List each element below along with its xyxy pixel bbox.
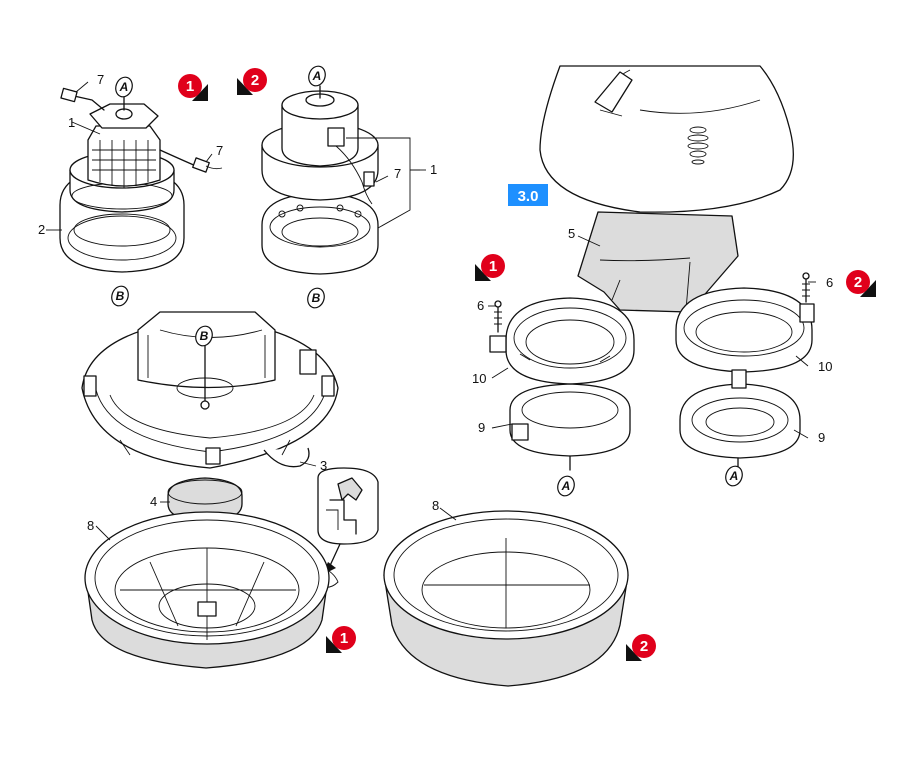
part-label-p9-right: 9 (818, 430, 825, 445)
ref-marker-a-right-ring1: A (557, 475, 575, 497)
motor-assembly-variant-1 (59, 87, 223, 273)
variant-badge-text: 2 (640, 638, 648, 655)
container-variant-2 (383, 510, 629, 687)
ref-marker-text: A (729, 469, 739, 483)
part-label-p10-right: 10 (818, 359, 832, 374)
ref-marker-b-left-motor: B (111, 285, 129, 307)
part-label-p4: 4 (150, 494, 157, 509)
part-label-p9-left: 9 (478, 420, 485, 435)
adapter-ring-variant-1 (489, 297, 635, 471)
reference-markers: A A B B B A A (111, 65, 743, 497)
part-label-p6-right: 6 (826, 275, 833, 290)
ref-marker-b-head: B (195, 325, 213, 347)
ref-marker-a-left-motor: A (115, 76, 133, 98)
variant-badges: 1 2 1 2 1 2 (178, 68, 876, 661)
part-label-p1-left: 1 (68, 115, 75, 130)
part-label-p3: 3 (320, 458, 327, 473)
motor-assembly-variant-2 (261, 85, 420, 275)
variant-badge-text: 2 (854, 274, 862, 291)
ref-marker-text: A (312, 69, 322, 83)
variant-badge-v2-top-center: 2 (237, 68, 267, 95)
ref-marker-text: B (116, 289, 125, 303)
ref-marker-text: B (312, 291, 321, 305)
ref-marker-a-center-motor: A (308, 65, 326, 87)
variant-badge-text: 1 (340, 630, 348, 647)
part-label-p8-right: 8 (432, 498, 439, 513)
part-label-p7-center: 7 (394, 166, 401, 181)
motor-head-housing (81, 311, 339, 469)
ref-marker-text: A (561, 479, 571, 493)
container-variant-1 (84, 511, 330, 669)
part-labels: 7 1 7 2 7 1 3 4 8 8 5 6 6 10 10 9 9 (38, 72, 833, 533)
variant-badge-text: 1 (186, 78, 194, 95)
ref-marker-text: B (200, 329, 209, 343)
ref-marker-text: A (119, 80, 129, 94)
ref-marker-b-center-motor: B (307, 287, 325, 309)
variant-badge-v2-right-mid: 2 (846, 270, 876, 297)
leader-lines (46, 81, 816, 541)
version-tag-text: 3.0 (518, 188, 539, 205)
seal-detail-callout (317, 467, 379, 588)
ref-marker-a-right-ring2: A (725, 465, 743, 487)
variant-badge-v2-bottom-right: 2 (626, 634, 656, 661)
variant-badge-v1-right-mid: 1 (475, 254, 505, 281)
part-label-p10-left: 10 (472, 371, 486, 386)
part-label-p2: 2 (38, 222, 45, 237)
variant-badge-text: 2 (251, 72, 259, 89)
part-label-p1-center: 1 (430, 162, 437, 177)
adapter-ring-variant-2 (675, 272, 815, 473)
variant-badge-v1-top-left: 1 (178, 74, 208, 101)
part-label-p7-left: 7 (97, 72, 104, 87)
variant-badge-v1-bottom-left: 1 (326, 626, 356, 653)
version-tag: 3.0 (508, 184, 548, 206)
part-label-p8-left: 8 (87, 518, 94, 533)
part-label-p5: 5 (568, 226, 575, 241)
variant-badge-text: 1 (489, 258, 497, 275)
container-lid-dome (539, 65, 794, 213)
part-label-p6-left: 6 (477, 298, 484, 313)
part-label-p7-left-b: 7 (216, 143, 223, 158)
